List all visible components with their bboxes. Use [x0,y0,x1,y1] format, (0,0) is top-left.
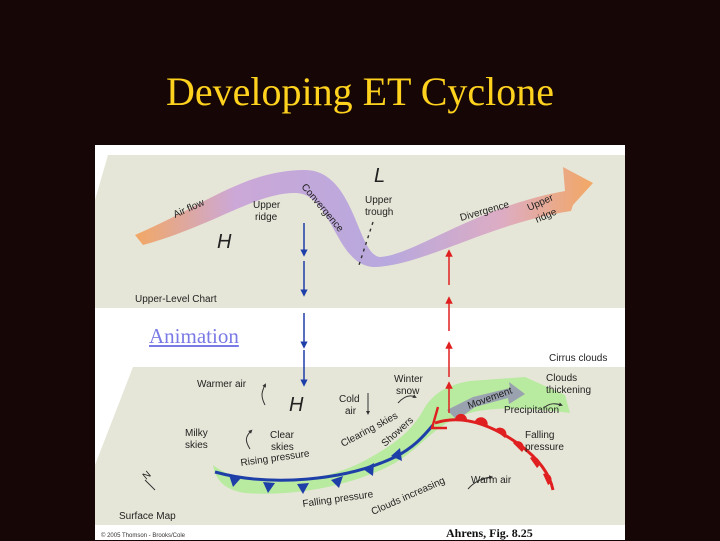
falling-pressure-right-label-1: Falling [525,430,554,441]
warm-front-semicircles [455,413,552,485]
falling-pressure-right-label-2: pressure [525,442,564,453]
upper-trough-label-1: Upper [365,195,393,206]
warm-air-label: Warm air [471,475,512,486]
clear-skies-label-1: Clear [270,430,295,441]
upper-low-symbol: L [374,165,385,187]
copyright-text: © 2005 Thomson - Brooks/Cole [101,532,186,539]
animation-link[interactable]: Animation [149,324,239,348]
precipitation-band [213,377,570,494]
cyclone-figure: Air flow Upper ridge Convergence Upper t… [95,145,625,540]
surface-low-marker [430,406,447,430]
clouds-thickening-label-1: Clouds [546,373,577,384]
clouds-thickening-label-2: thickening [546,385,591,396]
upper-level-chart-label: Upper-Level Chart [135,294,217,305]
warmer-air-label: Warmer air [197,379,247,390]
upper-ridge-left-label-2: ridge [255,212,278,223]
figure-credit: Ahrens, Fig. 8.25 [446,526,533,540]
wind-arrows [144,383,563,491]
milky-skies-label-2: skies [185,440,208,451]
air-flow-ribbon [135,167,593,267]
clear-skies-label-2: skies [271,442,294,453]
milky-skies-label-1: Milky [185,428,208,439]
surface-high-symbol: H [289,394,304,416]
trough-axis [358,221,374,266]
movement-arrow [447,382,525,420]
cold-air-label-2: air [345,406,357,417]
upper-ridge-left-label-1: Upper [253,200,281,211]
slide-title: Developing ET Cyclone [165,69,555,114]
upper-trough-label-2: trough [365,207,393,218]
surface-map-label: Surface Map [119,511,176,522]
cyclone-diagram: Air flow Upper ridge Convergence Upper t… [95,155,625,539]
upper-high-symbol: H [217,231,232,253]
precipitation-label: Precipitation [504,405,559,416]
winter-snow-label-2: snow [396,386,420,397]
cirrus-clouds-label: Cirrus clouds [549,353,607,364]
cold-front-triangles [229,448,402,494]
cold-air-label-1: Cold [339,394,360,405]
winter-snow-label-1: Winter [394,374,424,385]
